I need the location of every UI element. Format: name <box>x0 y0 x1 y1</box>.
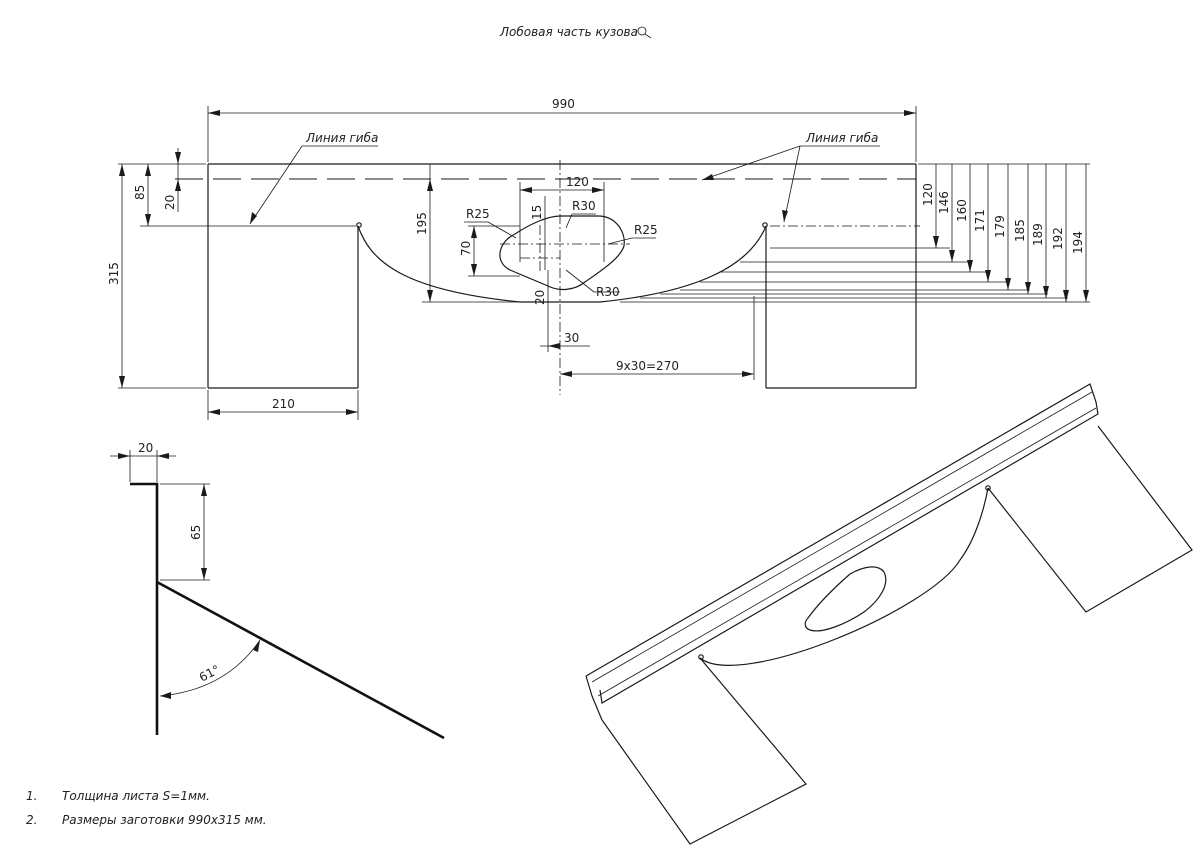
dimension-990: 990 <box>207 97 917 162</box>
svg-text:20: 20 <box>533 290 547 305</box>
dimension-120-hole: 120 <box>519 175 605 262</box>
svg-text:R25: R25 <box>466 207 490 221</box>
svg-text:194: 194 <box>1071 231 1085 254</box>
svg-text:210: 210 <box>272 397 295 411</box>
svg-text:120: 120 <box>566 175 589 189</box>
dimension-85: 85 <box>118 163 356 227</box>
dimension-pitch: 9x30=270 <box>560 296 755 380</box>
right-dimension-stack: 120 146 160 171 179 185 189 192 194 <box>620 163 1090 303</box>
svg-text:R30: R30 <box>572 199 596 213</box>
svg-text:20: 20 <box>138 441 153 455</box>
dimension-15: 15 <box>530 196 546 270</box>
svg-text:85: 85 <box>133 185 147 200</box>
svg-text:146: 146 <box>937 191 951 214</box>
svg-text:30: 30 <box>564 331 579 345</box>
bend-label-left: Линия гиба <box>249 131 378 225</box>
dimension-30: 30 <box>540 312 590 352</box>
radius-labels: R25 R30 R25 R30 <box>464 199 658 299</box>
svg-text:160: 160 <box>955 199 969 222</box>
dimension-195: 195 <box>415 164 540 303</box>
note-2-text: Размеры заготовки 990x315 мм. <box>62 813 267 827</box>
svg-text:20: 20 <box>163 195 177 210</box>
svg-text:Линия гиба: Линия гиба <box>805 131 878 145</box>
svg-text:61°: 61° <box>197 662 222 684</box>
dimension-70: 70 <box>459 225 520 277</box>
svg-text:70: 70 <box>459 241 473 256</box>
svg-text:185: 185 <box>1013 219 1027 242</box>
dimension-20-left: 20 <box>163 148 181 212</box>
svg-text:990: 990 <box>552 97 575 111</box>
svg-text:9x30=270: 9x30=270 <box>616 359 679 373</box>
svg-text:R25: R25 <box>634 223 658 237</box>
dimension-315: 315 <box>107 164 206 389</box>
svg-text:189: 189 <box>1031 223 1045 246</box>
svg-text:179: 179 <box>993 215 1007 238</box>
bend-label-right: Линия гиба <box>701 131 880 223</box>
svg-text:315: 315 <box>107 262 121 285</box>
note-2-number: 2. <box>26 813 37 827</box>
svg-text:R30: R30 <box>596 285 620 299</box>
svg-text:195: 195 <box>415 212 429 235</box>
dimension-210: 210 <box>207 390 359 420</box>
svg-text:192: 192 <box>1051 227 1065 250</box>
roughness-symbol-icon <box>637 26 647 36</box>
svg-text:171: 171 <box>973 209 987 232</box>
flat-blank-outline <box>207 163 917 389</box>
notes: 1. Толщина листа S=1мм. 2. Размеры загот… <box>26 789 267 827</box>
profile-section: 20 65 61° <box>110 441 445 740</box>
isometric-view <box>585 383 1193 845</box>
svg-text:120: 120 <box>921 183 935 206</box>
note-1-text: Толщина листа S=1мм. <box>62 789 210 803</box>
dimension-20-bottom: 20 <box>533 270 549 312</box>
svg-text:Линия гиба: Линия гиба <box>305 131 378 145</box>
svg-text:65: 65 <box>189 525 203 540</box>
diamond-hole <box>499 215 625 291</box>
note-1-number: 1. <box>26 789 37 803</box>
svg-text:15: 15 <box>530 205 544 220</box>
drawing-title: Лобовая часть кузова <box>499 25 638 39</box>
